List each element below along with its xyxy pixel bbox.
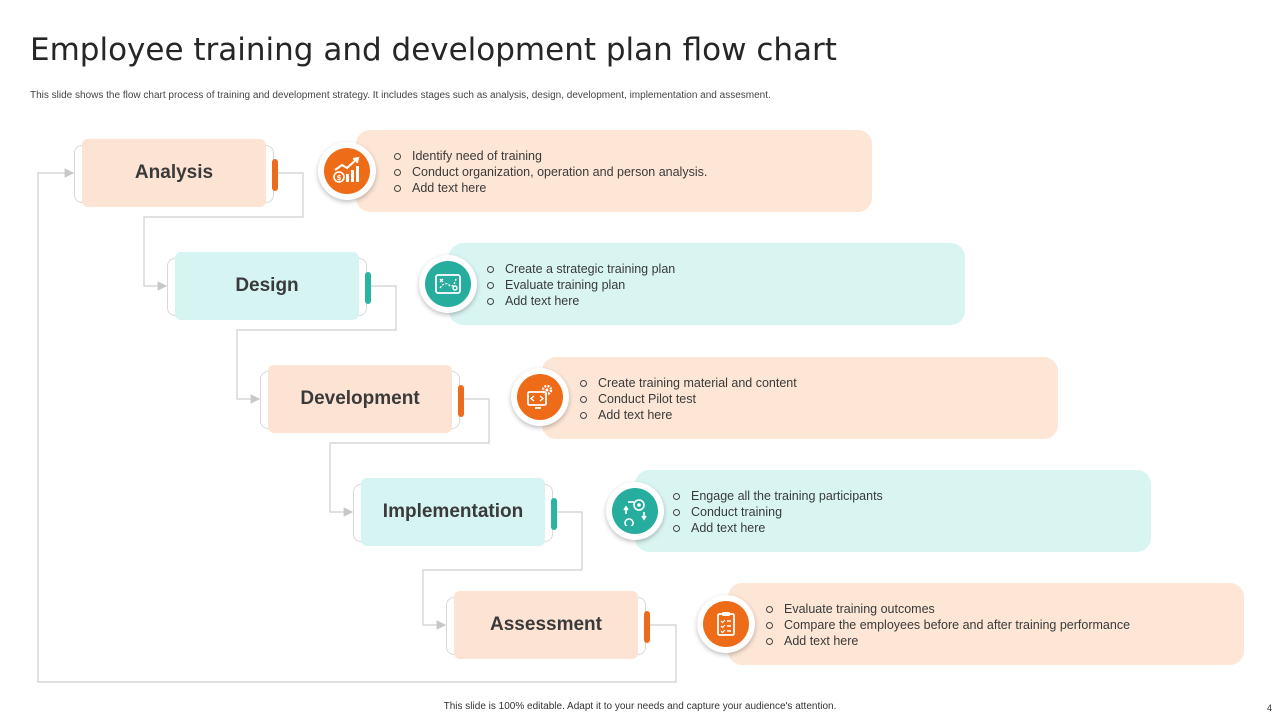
stage-tab [458, 385, 464, 417]
stage-tab [551, 498, 557, 530]
stage-label: Analysis [134, 162, 214, 183]
stage-tab [365, 272, 371, 304]
connector-analysis-design [143, 172, 304, 291]
bullet-item: Conduct organization, operation and pers… [394, 164, 707, 180]
bullet-item: Add text here [487, 293, 675, 309]
stage-tab [644, 611, 650, 643]
stage-development: Development [260, 365, 464, 433]
connector-feedback-loop [37, 168, 677, 683]
connector-design-development [236, 285, 397, 404]
process-cycle-icon [606, 482, 664, 540]
strategy-plan-icon [419, 255, 477, 313]
stage-assessment: Assessment [446, 591, 650, 659]
stage-label: Implementation [382, 501, 524, 522]
stage-implementation: Implementation [353, 478, 557, 546]
bullet-item: Conduct Pilot test [580, 391, 797, 407]
page-number: 4 [1266, 703, 1272, 713]
page-title: Employee training and development plan f… [30, 32, 837, 68]
card-analysis: Identify need of training Conduct organi… [356, 130, 872, 212]
code-settings-monitor-icon [511, 368, 569, 426]
stage-label: Assessment [490, 614, 602, 635]
stage-design: Design [167, 252, 371, 320]
stage-box: Analysis [82, 139, 266, 207]
stage-tab [272, 159, 278, 191]
bullet-item: Add text here [673, 520, 883, 536]
bullet-item: Conduct training [673, 504, 883, 520]
bullet-item: Evaluate training plan [487, 277, 675, 293]
stage-label: Design [235, 275, 299, 296]
clipboard-checklist-icon [697, 595, 755, 653]
footer-note: This slide is 100% editable. Adapt it to… [443, 701, 837, 712]
stage-label: Development [300, 388, 420, 409]
bullet-item: Add text here [394, 180, 707, 196]
growth-chart-money-icon: $ [318, 142, 376, 200]
bullet-item: Engage all the training participants [673, 488, 883, 504]
page-subtitle: This slide shows the flow chart process … [30, 90, 771, 101]
card-design: Create a strategic training plan Evaluat… [449, 243, 965, 325]
bullet-item: Add text here [580, 407, 797, 423]
svg-text:$: $ [337, 174, 342, 182]
stage-box: Implementation [361, 478, 545, 546]
bullet-item: Evaluate training outcomes [766, 601, 1130, 617]
card-assessment: Evaluate training outcomes Compare the e… [728, 583, 1244, 665]
bullet-item: Create training material and content [580, 375, 797, 391]
connector-development-implementation [329, 398, 490, 517]
stage-box: Development [268, 365, 452, 433]
bullet-item: Create a strategic training plan [487, 261, 675, 277]
bullet-item: Compare the employees before and after t… [766, 617, 1130, 633]
bullet-item: Add text here [766, 633, 1130, 649]
stage-analysis: Analysis [74, 139, 278, 207]
stage-box: Design [175, 252, 359, 320]
bullet-item: Identify need of training [394, 148, 707, 164]
stage-box: Assessment [454, 591, 638, 659]
card-development: Create training material and content Con… [542, 357, 1058, 439]
card-implementation: Engage all the training participants Con… [635, 470, 1151, 552]
connector-implementation-assessment [422, 511, 583, 630]
